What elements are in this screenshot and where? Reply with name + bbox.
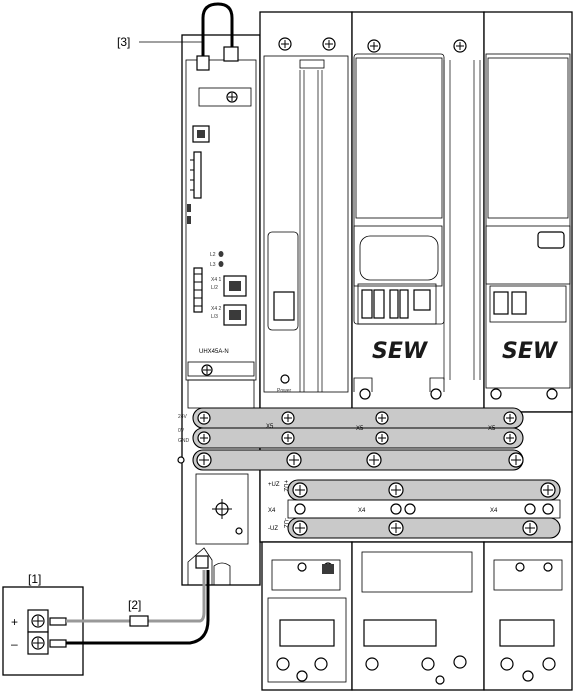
bus-label-uz-minus: -UZ	[268, 526, 278, 532]
port-label-l3: L/3	[211, 314, 218, 320]
callout-1: [1]	[28, 572, 41, 586]
bus-label-x5-a: X5	[266, 424, 274, 430]
callout-3: [3]	[117, 35, 130, 49]
controller-module: L2 L3 X4 1 L/2 X4 2 L/3 UHX45A-N	[177, 2, 261, 586]
lower-terminals	[261, 541, 573, 691]
bus-label-uz-plus-rot: +UZ	[282, 480, 288, 492]
polarity-plus: +	[11, 615, 18, 629]
external-supply: + –	[2, 586, 84, 676]
device-assembly: L2 L3 X4 1 L/2 X4 2 L/3 UHX45A-N	[177, 2, 573, 691]
callout-2: [2]	[128, 598, 141, 612]
supply-cable	[66, 570, 210, 645]
port-label-x41: X4 1	[211, 277, 222, 283]
power-module-1: Power	[259, 11, 353, 413]
bus-label-uz-minus-rot: -UZ	[282, 518, 288, 528]
dc-link-bars: +UZ X4 -UZ X4 X4 +UZ -UZ	[268, 479, 561, 539]
brand-logo-1: SEW	[372, 339, 429, 364]
bus-label-uz-plus: +UZ	[268, 482, 280, 488]
bus-label-x5-c: X5	[488, 426, 496, 432]
bus-label-x5-b: X5	[356, 426, 364, 432]
led-label-l2: L2	[210, 252, 216, 258]
bus-label-x4-mid: X4	[358, 508, 366, 514]
callouts: [3] [1] [2]	[28, 35, 204, 612]
polarity-minus: –	[11, 637, 18, 651]
port-label-l2: L/2	[211, 285, 218, 291]
power-label: Power	[277, 388, 292, 394]
port-label-x42: X4 2	[211, 306, 222, 312]
axis-module-2: SEW	[483, 11, 573, 413]
axis-module-1: SEW	[351, 11, 485, 413]
brand-logo-2: SEW	[502, 339, 559, 364]
controller-model-label: UHX45A-N	[199, 349, 229, 355]
fuse-element	[129, 615, 149, 627]
x5-bus-bars: X5 X5 X5	[192, 407, 524, 471]
label-gnd: GND	[178, 438, 190, 444]
label-0v: 0V	[178, 428, 185, 434]
bus-label-x4-right: X4	[490, 508, 498, 514]
led-label-l3: L3	[210, 262, 216, 268]
bus-label-x4-left: X4	[268, 508, 276, 514]
label-24v: 24V	[178, 414, 188, 420]
